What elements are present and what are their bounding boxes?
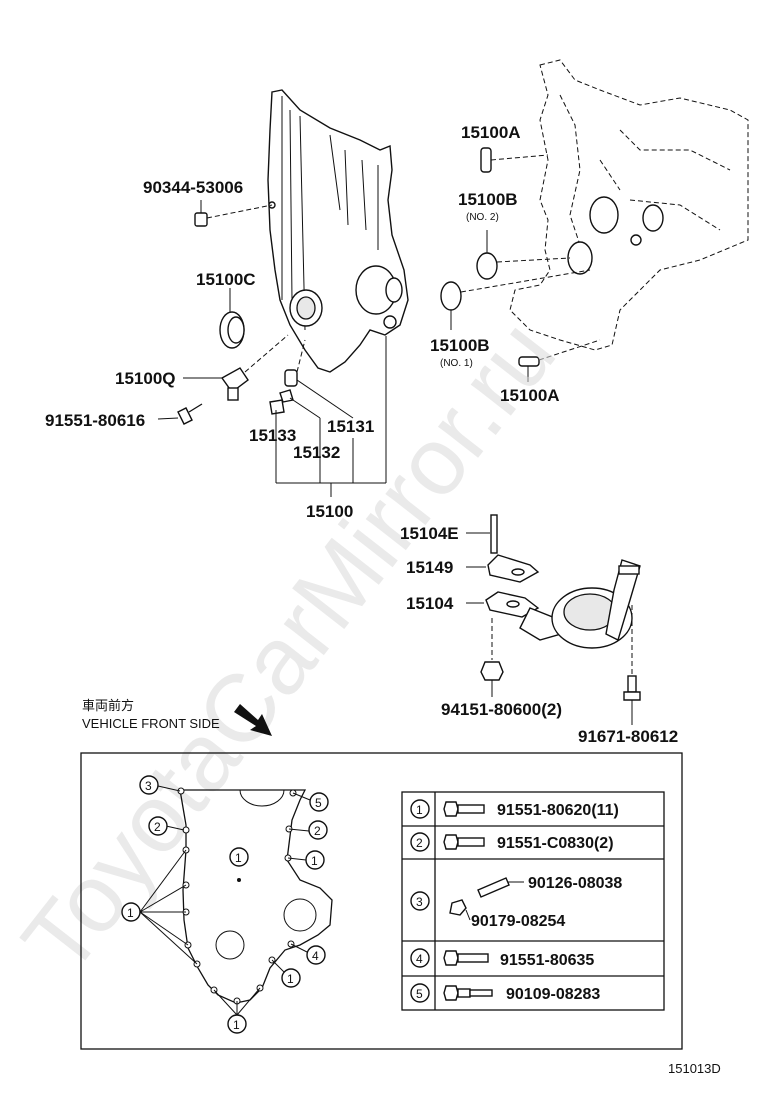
- callout-2-left: 2: [154, 820, 161, 834]
- label-91551-80616: 91551-80616: [45, 411, 145, 430]
- callout-1-left: 1: [127, 906, 134, 920]
- bolt-flange-icon: [443, 801, 485, 817]
- callout-5: 5: [315, 796, 322, 810]
- front-direction-arrow-icon: [234, 704, 272, 736]
- legend-row-5: 5 90109-08283: [410, 983, 600, 1003]
- label-15100B-top-sub: (NO. 2): [466, 212, 499, 223]
- callout-4: 4: [312, 949, 319, 963]
- label-15100: 15100: [306, 502, 353, 521]
- cover-small-parts: [177, 212, 298, 425]
- legend-row-4: 4 91551-80635: [410, 948, 594, 969]
- label-15100B-top: 15100B: [458, 190, 518, 209]
- legend-num-1: 1: [416, 803, 423, 817]
- bolt-map-panel: 3 2 1 1 1 1 4 1 2 5: [80, 752, 683, 1050]
- callout-1-center: 1: [235, 851, 242, 865]
- front-note-japanese: 車両前方: [82, 698, 134, 713]
- label-15100A-bottom: 15100A: [500, 386, 560, 405]
- vehicle-front-note: 車両前方 VEHICLE FRONT SIDE: [82, 698, 272, 736]
- callout-2-right: 2: [314, 824, 321, 838]
- legend-row-2: 2 91551-C0830(2): [410, 832, 614, 852]
- label-15104: 15104: [406, 594, 454, 613]
- callout-1-bottom: 1: [233, 1018, 240, 1032]
- legend-part-2: 91551-C0830(2): [497, 835, 614, 852]
- legend-part-1: 91551-80620(11): [497, 802, 619, 819]
- callout-3: 3: [145, 779, 152, 793]
- block-small-parts: [440, 147, 601, 382]
- legend-row-3: 3 90126-08038 90179-08254: [410, 875, 622, 930]
- stud-bolt-icon: [477, 877, 510, 898]
- label-15132: 15132: [293, 443, 340, 462]
- nut-icon: [449, 899, 467, 916]
- legend-num-5: 5: [416, 987, 423, 1001]
- part-labels: 90344-53006 15100C 15100Q 91551-80616 15…: [45, 123, 678, 746]
- legend-row-1: 1 91551-80620(11): [410, 799, 619, 819]
- callout-1-right: 1: [311, 854, 318, 868]
- label-15133: 15133: [249, 426, 296, 445]
- legend-num-4: 4: [416, 952, 423, 966]
- label-15100B-bottom-sub: (NO. 1): [440, 358, 473, 369]
- bolt-flange-icon: [443, 950, 489, 966]
- label-15104E: 15104E: [400, 524, 459, 543]
- legend-part-3b: 90179-08254: [471, 913, 565, 930]
- stud-bolt-flange-icon: [443, 985, 493, 1001]
- diagram-id: 151013D: [668, 1061, 721, 1076]
- label-15100B-bottom: 15100B: [430, 336, 490, 355]
- oil-strainer-illustration: [466, 514, 641, 725]
- label-90344-53006: 90344-53006: [143, 178, 243, 197]
- timing-cover-illustration: [267, 89, 409, 373]
- legend-num-2: 2: [416, 836, 423, 850]
- bolt-flange-icon: [443, 834, 485, 850]
- bolt-map-callouts: 3 2 1 1 1 1 4 1 2 5: [121, 775, 329, 1034]
- engine-block-illustration: [509, 59, 749, 351]
- label-94151-80600: 94151-80600(2): [441, 700, 562, 719]
- legend-part-5: 90109-08283: [506, 986, 600, 1003]
- label-15100A-top: 15100A: [461, 123, 521, 142]
- label-15100C: 15100C: [196, 270, 256, 289]
- label-15149: 15149: [406, 558, 453, 577]
- callout-1-lower-right: 1: [287, 972, 294, 986]
- bolt-legend-table: 1 91551-80620(11) 2 91551-C0830(2): [401, 791, 665, 1011]
- legend-num-3: 3: [416, 895, 423, 909]
- front-note-english: VEHICLE FRONT SIDE: [82, 716, 220, 731]
- legend-part-3a: 90126-08038: [528, 875, 622, 892]
- cover-leaders: [157, 200, 387, 497]
- legend-part-4: 91551-80635: [500, 952, 594, 969]
- bolt-map-leaders: [139, 785, 311, 1016]
- label-15131: 15131: [327, 417, 374, 436]
- label-15100Q: 15100Q: [115, 369, 176, 388]
- label-91671-80612: 91671-80612: [578, 727, 678, 746]
